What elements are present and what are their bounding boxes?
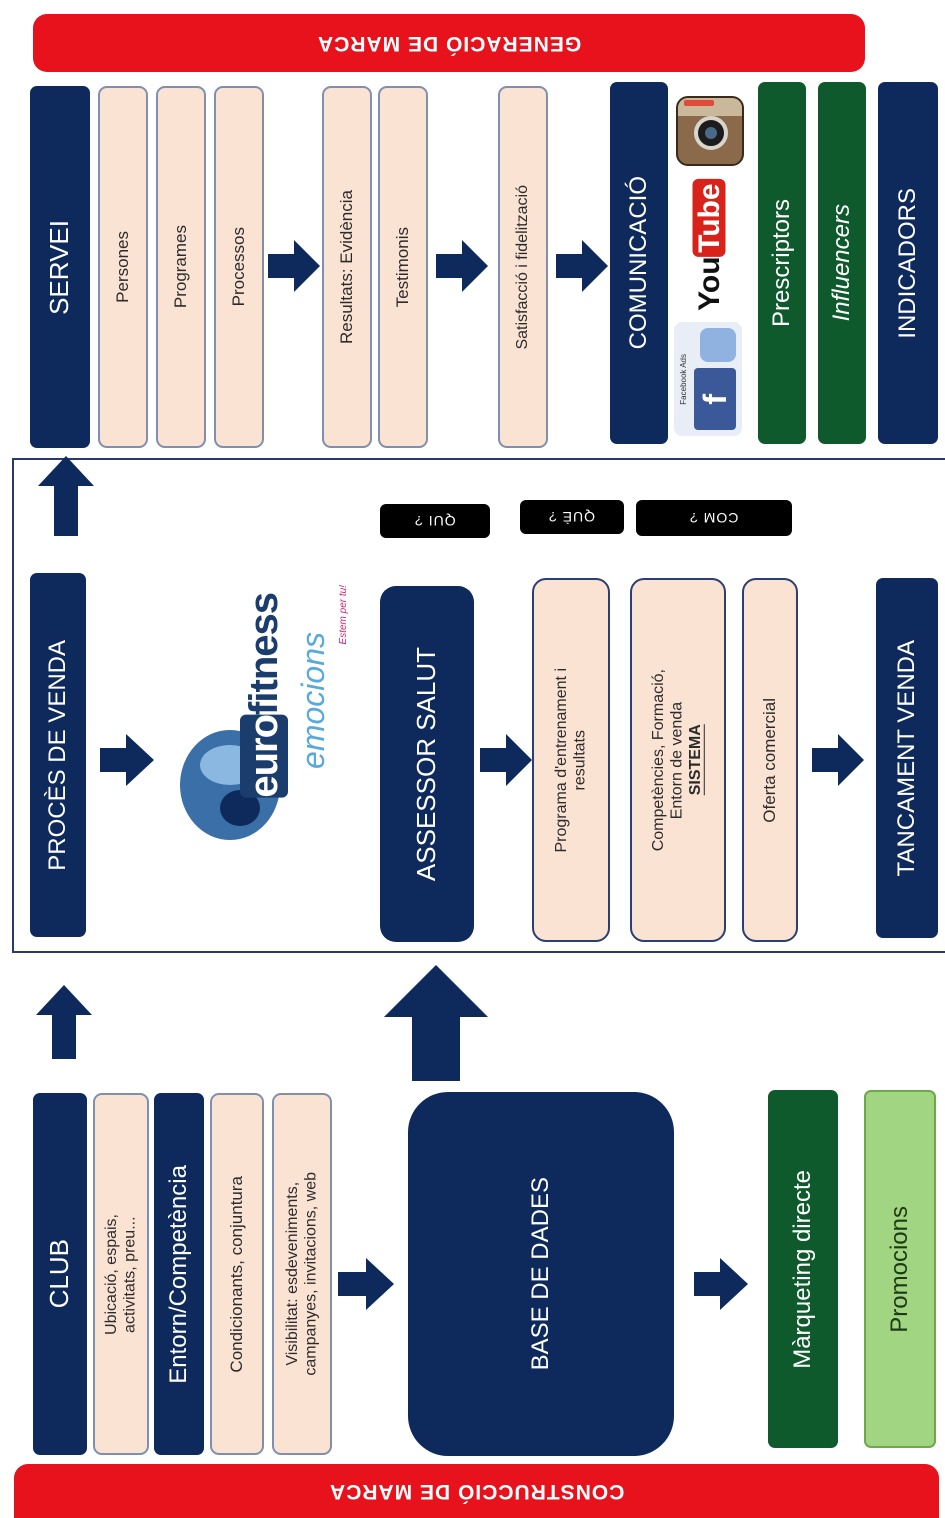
promocions-box: Promocions: [864, 1090, 936, 1448]
oferta-box: Oferta comercial: [742, 578, 798, 942]
entorn-box: Entorn/Competència: [154, 1093, 204, 1455]
club-box: CLUB: [33, 1093, 87, 1455]
comunicacio-box: COMUNICACIÓ: [610, 82, 668, 444]
facebook-ads-icon: Facebook Ads f: [674, 322, 742, 436]
brand-generation-label: GENERACIÓ DE MARCA: [316, 32, 582, 55]
testimonis-box: Testimonis: [378, 86, 428, 448]
programes-box: Programes: [156, 86, 206, 448]
base-de-dades-box: BASE DE DADES: [408, 1092, 674, 1456]
arrow-up-icon: [36, 985, 92, 1059]
tancament-venda-box: TANCAMENT VENDA: [876, 578, 938, 938]
qui-tag: QUI ?: [380, 504, 490, 538]
eurofitness-logo: eurofitness emocions Estem per tu!: [160, 560, 360, 850]
brand-generation-banner: GENERACIÓ DE MARCA: [33, 14, 865, 72]
brand-construction-banner: CONSTRUCCIÓ DE MARCA: [14, 1464, 939, 1518]
instagram-icon: [676, 96, 744, 166]
marqueting-directe-box: Màrqueting directe: [768, 1090, 838, 1448]
influencers-box: Influencers: [818, 82, 866, 444]
satisfaccio-box: Satisfacció i fidelització: [498, 86, 548, 448]
arrow-up-icon: [384, 965, 488, 1081]
sales-process-frame: [12, 458, 945, 953]
arrow-right-icon: [436, 240, 488, 292]
arrow-right-icon: [694, 1258, 748, 1310]
assessor-salut-box: ASSESSOR SALUT: [380, 586, 474, 942]
indicadors-box: INDICADORS: [878, 82, 938, 444]
servei-box: SERVEI: [30, 86, 90, 448]
arrow-up-icon: [38, 456, 94, 536]
visibilitat-box: Visibilitat: esdeveniments,campanyes, in…: [272, 1093, 332, 1455]
com-tag: COM ?: [636, 500, 792, 536]
arrow-right-icon: [812, 734, 864, 786]
brand-construction-label: CONSTRUCCIÓ DE MARCA: [328, 1480, 625, 1503]
processos-box: Processos: [214, 86, 264, 448]
condicionants-box: Condicionants, conjuntura: [210, 1093, 264, 1455]
resultats-box: Resultats: Evidència: [322, 86, 372, 448]
arrow-right-icon: [338, 1258, 394, 1310]
arrow-right-icon: [556, 240, 608, 292]
que-tag: QUÈ ?: [520, 500, 624, 534]
prescriptors-box: Prescriptors: [758, 82, 806, 444]
arrow-right-icon: [100, 734, 154, 786]
ubicacio-box: Ubicació, espais,activitats, preu...: [93, 1093, 149, 1455]
youtube-icon: YouTube: [676, 179, 744, 311]
arrow-right-icon: [268, 240, 320, 292]
persones-box: Persones: [98, 86, 148, 448]
proces-venda-box: PROCÈS DE VENDA: [30, 573, 86, 937]
arrow-right-icon: [480, 734, 532, 786]
